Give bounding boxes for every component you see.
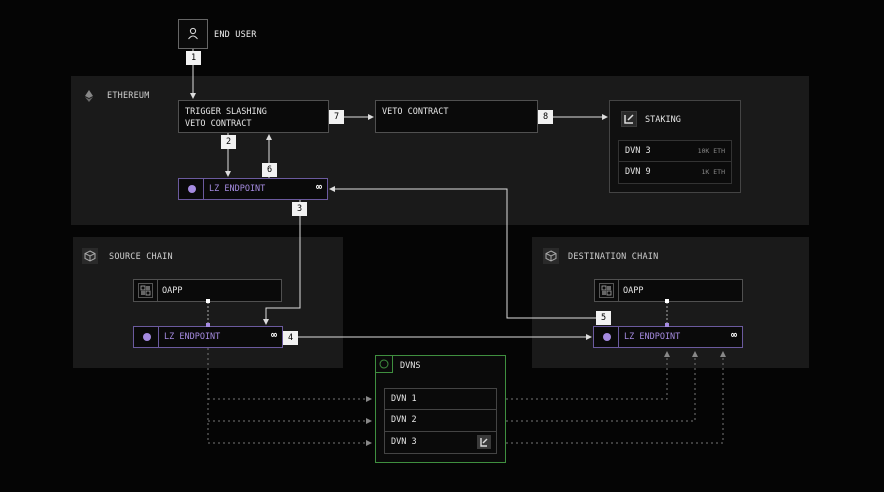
trigger-line2: VETO CONTRACT: [185, 119, 252, 129]
staking-row-2-name: DVN 9: [625, 167, 651, 177]
staking-row-1-name: DVN 3: [625, 146, 651, 156]
dvn3-lido-logo-icon: [477, 435, 491, 449]
grid-icon: [138, 283, 153, 298]
infinity-icon: ∞: [315, 182, 322, 193]
oapp-source-label: OAPP: [162, 286, 183, 296]
ethereum-icon: [82, 88, 96, 102]
oapp-separator: [618, 280, 619, 301]
oapp-separator: [157, 280, 158, 301]
staking-label: STAKING: [645, 115, 681, 125]
staking-row-1: DVN 3 10K ETH: [618, 140, 732, 162]
dvns-circle-icon: [376, 356, 393, 373]
trigger-line1: TRIGGER SLASHING: [185, 107, 267, 117]
staking-row-1-value: 10K ETH: [697, 147, 725, 155]
endpoint-separator: [618, 327, 619, 347]
step-2-badge: 2: [221, 135, 236, 149]
oapp-destination-label: OAPP: [623, 286, 644, 296]
dvn-row-2: DVN 2: [384, 410, 497, 432]
lz-endpoint-ethereum-label: LZ ENDPOINT: [209, 184, 266, 194]
endpoint-separator: [158, 327, 159, 347]
step-8-badge: 8: [538, 110, 553, 124]
dvns-label: DVNS: [400, 361, 421, 371]
oapp-source: OAPP: [133, 279, 282, 302]
infinity-icon: ∞: [270, 330, 277, 341]
endpoint-dot-icon: [603, 333, 611, 341]
veto-label: VETO CONTRACT: [382, 107, 449, 117]
endpoint-dot-icon: [143, 333, 151, 341]
lz-endpoint-source-label: LZ ENDPOINT: [164, 332, 221, 342]
step-4-badge: 4: [283, 331, 298, 345]
trigger-slashing-veto-contract: TRIGGER SLASHING VETO CONTRACT: [178, 100, 329, 133]
end-user-icon-box: [178, 19, 208, 49]
endpoint-dot-icon: [188, 185, 196, 193]
dvns-box: DVNS DVN 1 DVN 2 DVN 3: [375, 355, 506, 463]
step-6-badge: 6: [262, 163, 277, 177]
lz-endpoint-destination-label: LZ ENDPOINT: [624, 332, 681, 342]
ethereum-label: ETHEREUM: [107, 91, 150, 101]
source-chain-cube-icon: [82, 248, 98, 264]
staking-lido-logo-icon: [621, 111, 637, 127]
source-chain-label: SOURCE CHAIN: [109, 252, 173, 262]
destination-chain-cube-icon: [543, 248, 559, 264]
staking-row-2-value: 1K ETH: [701, 168, 725, 176]
step-3-badge: 3: [292, 202, 307, 216]
dvn-row-3: DVN 3: [384, 432, 497, 454]
veto-contract: VETO CONTRACT: [375, 100, 538, 133]
user-icon: [188, 27, 198, 40]
lz-endpoint-ethereum: LZ ENDPOINT ∞: [178, 178, 328, 200]
staking-row-2: DVN 9 1K ETH: [618, 162, 732, 184]
step-5-badge: 5: [596, 311, 611, 325]
dvn-row-2-label: DVN 2: [391, 415, 417, 425]
dvn-row-1: DVN 1: [384, 388, 497, 410]
end-user-label: END USER: [214, 30, 257, 40]
dvn-row-1-label: DVN 1: [391, 394, 417, 404]
endpoint-separator: [203, 179, 204, 199]
dvn-row-3-label: DVN 3: [391, 437, 417, 447]
step-1-badge: 1: [186, 51, 201, 65]
grid-icon: [599, 283, 614, 298]
staking-box: STAKING DVN 3 10K ETH DVN 9 1K ETH: [609, 100, 741, 193]
infinity-icon: ∞: [730, 330, 737, 341]
destination-chain-label: DESTINATION CHAIN: [568, 252, 659, 262]
step-7-badge: 7: [329, 110, 344, 124]
